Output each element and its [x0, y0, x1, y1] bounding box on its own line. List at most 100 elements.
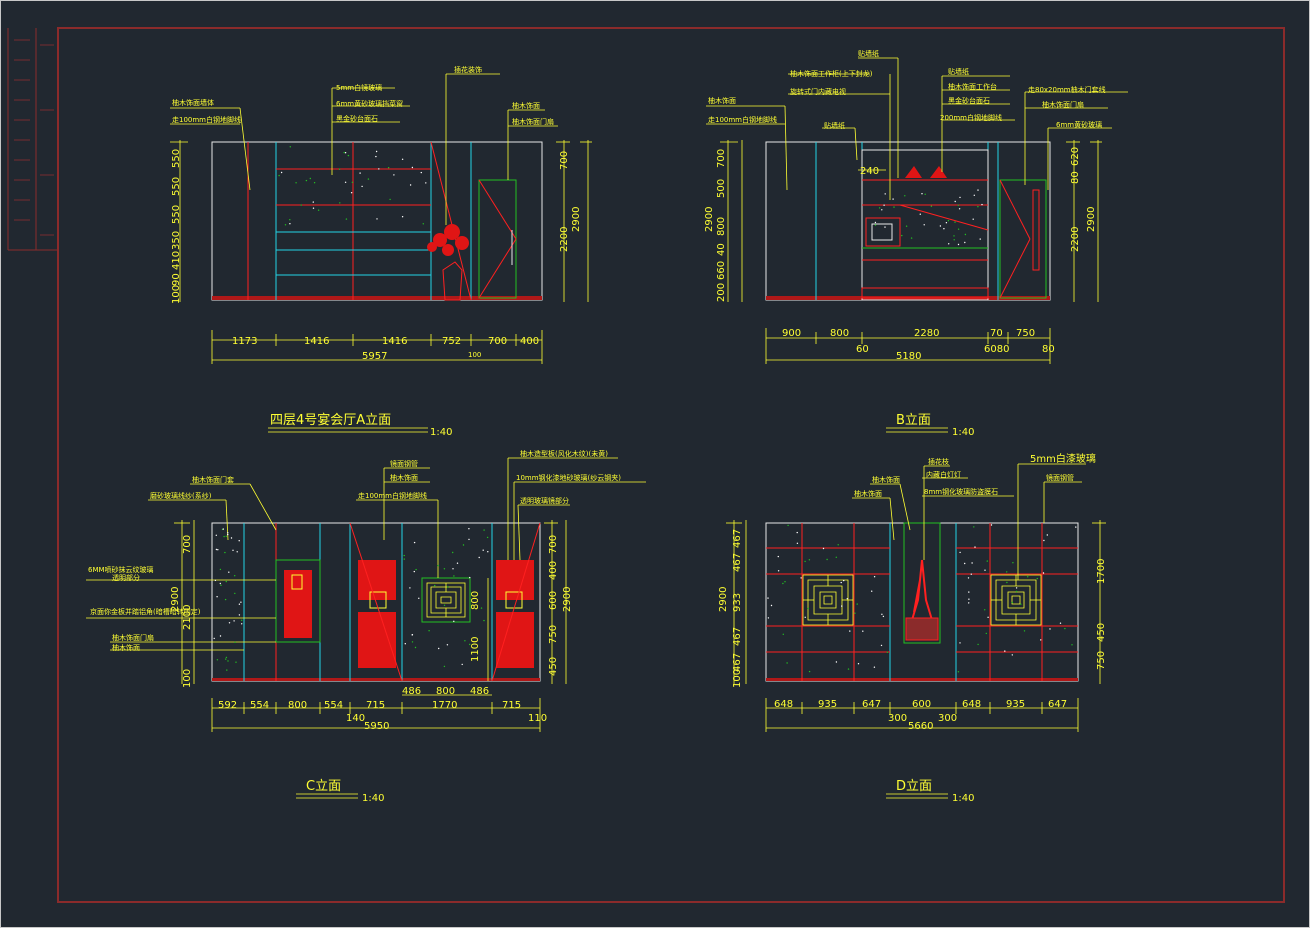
c-dim-total: 5950 [364, 721, 389, 732]
speckle-dot [289, 219, 291, 221]
d-dim-total: 5660 [908, 721, 933, 732]
speckle-dot [233, 620, 235, 622]
a-dim-bottom-3: 1416 [382, 336, 407, 347]
speckle-dot [1046, 534, 1049, 536]
speckle-dot [289, 223, 291, 225]
c-dim-inner-1: 800 [470, 591, 481, 610]
speckle-dot [1020, 603, 1022, 605]
speckle-dot [1043, 539, 1045, 542]
speckle-dot [883, 204, 885, 206]
speckle-dot [957, 228, 960, 230]
speckle-dot [1064, 627, 1066, 630]
b-note-10: 200mm白钢地脚线 [940, 113, 1002, 122]
speckle-dot [443, 665, 446, 668]
a-dim-left-4: 350 [171, 231, 182, 250]
speckle-dot [240, 601, 242, 603]
b-dim-left-6: 200 [716, 283, 727, 302]
speckle-dot [1059, 622, 1062, 624]
c-dim-left-2: 2900 [170, 587, 181, 612]
speckle-dot [225, 580, 227, 583]
speckle-dot [241, 623, 243, 625]
a-dim-total: 5957 [362, 351, 387, 362]
speckle-dot [216, 659, 219, 661]
speckle-dot [847, 668, 850, 670]
d-dim-bottom-4: 600 [912, 699, 931, 710]
stone-speckle-texture [213, 146, 1077, 673]
a-title: 四层4号宴会厅A立面 [270, 412, 391, 428]
c-dim-mid-3: 486 [470, 686, 489, 697]
speckle-dot [973, 526, 975, 528]
speckle-dot [822, 547, 825, 550]
speckle-dot [854, 612, 856, 614]
speckle-dot [843, 579, 845, 582]
speckle-dot [309, 177, 311, 180]
speckle-dot [483, 529, 485, 531]
a-dim-left-1: 550 [171, 149, 182, 168]
speckle-dot [957, 671, 960, 673]
speckle-dot [884, 193, 886, 195]
speckle-dot [289, 146, 291, 148]
c-dim-mid-1: 486 [402, 686, 421, 697]
speckle-dot [409, 184, 412, 186]
a-note-1: 柚木饰面墙体 [172, 98, 214, 107]
d-note-2: 柚木饰面 [872, 475, 900, 484]
speckle-dot [347, 154, 350, 157]
c-note-4: 柚木饰面 [390, 473, 418, 482]
speckle-dot [923, 224, 925, 226]
speckle-dot [986, 560, 988, 562]
speckle-dot [924, 193, 926, 195]
speckle-dot [238, 614, 241, 616]
speckle-dot [901, 234, 903, 237]
speckle-dot [478, 556, 480, 559]
c-dim-left-4: 100 [182, 669, 193, 688]
b-inner-dim: 240 [860, 166, 879, 177]
speckle-dot [959, 642, 961, 644]
a-dim-right-3: 2900 [571, 207, 582, 232]
b-dim-sub-2: 6080 [984, 344, 1009, 355]
speckle-dot [972, 218, 974, 220]
speckle-dot [411, 634, 414, 636]
c-note-10: 透明部分 [112, 573, 140, 582]
b-dim-bottom-2: 800 [830, 328, 849, 339]
speckle-dot [884, 226, 886, 228]
speckle-dot [945, 222, 948, 224]
d-dim-bottom-3: 647 [862, 699, 881, 710]
speckle-dot [808, 559, 811, 561]
c-dim-bottom-2: 554 [250, 700, 269, 711]
d-dim-left-4: 467 [732, 627, 743, 646]
speckle-dot [796, 542, 799, 544]
d-note-6: 5mm白漆玻璃 [1030, 452, 1096, 465]
d-dim-sub-1: 300 [888, 713, 907, 724]
a-dim-bottom-1: 1173 [232, 336, 257, 347]
b-dim-total: 5180 [896, 351, 921, 362]
speckle-dot [223, 535, 225, 538]
speckle-dot [420, 171, 422, 174]
speckle-dot [453, 575, 455, 577]
speckle-dot [796, 531, 798, 534]
speckle-dot [241, 619, 243, 621]
speckle-dot [403, 558, 405, 560]
speckle-dot [784, 581, 786, 583]
b-note-13: 6mm黄砂玻璃 [1056, 120, 1102, 129]
speckle-dot [1042, 572, 1045, 574]
speckle-dot [948, 243, 950, 245]
b-note-4: 柚木饰面 [708, 96, 736, 105]
b-dim-bottom-3: 2280 [914, 328, 939, 339]
speckle-dot [236, 551, 238, 553]
speckle-dot [483, 619, 485, 622]
a-dim-bottom-6: 400 [520, 336, 539, 347]
speckle-dot [284, 224, 287, 226]
speckle-dot [882, 615, 885, 618]
speckle-dot [987, 616, 989, 618]
speckle-dot [977, 643, 979, 646]
speckle-dot [893, 206, 895, 208]
speckle-dot [878, 207, 881, 209]
speckle-dot [468, 538, 470, 541]
c-dim-left-1: 700 [182, 535, 193, 554]
speckle-dot [1004, 650, 1006, 652]
speckle-dot [964, 233, 967, 236]
c-note-9: 6MM喷砂抹云纹玻璃 [88, 565, 154, 574]
speckle-dot [415, 568, 417, 571]
b-dim-right-3: 2200 [1070, 227, 1081, 252]
speckle-dot [954, 200, 956, 203]
